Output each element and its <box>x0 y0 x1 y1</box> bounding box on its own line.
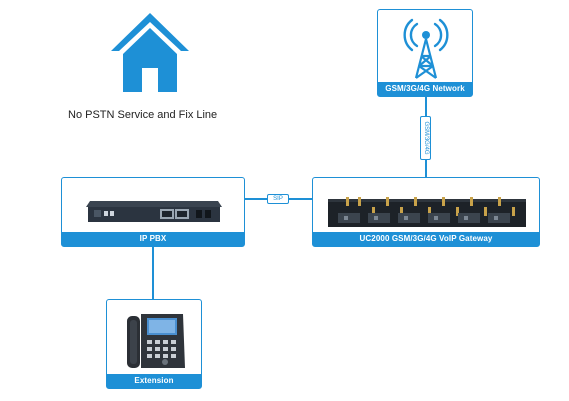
gateway-card: UC2000 GSM/3G/4G VoIP Gateway <box>312 177 540 247</box>
pstn-caption: No PSTN Service and Fix Line <box>68 109 218 121</box>
pbx-label: IP PBX <box>62 232 244 246</box>
extension-card: Extension <box>106 299 202 389</box>
pbx-device-icon <box>86 195 222 223</box>
gsm-link-tag: GSM/3G/4G <box>420 116 431 160</box>
gsm-link-label: GSM/3G/4G <box>422 121 429 155</box>
ip-phone-icon <box>125 310 187 372</box>
sip-link-tag: SIP <box>267 194 289 204</box>
cell-tower-icon <box>403 16 449 80</box>
network-label: GSM/3G/4G Network <box>378 82 472 96</box>
gateway-device-icon <box>328 195 526 229</box>
gateway-label: UC2000 GSM/3G/4G VoIP Gateway <box>313 232 539 246</box>
sip-link-label: SIP <box>273 196 283 202</box>
pbx-card: IP PBX <box>61 177 245 247</box>
network-card: GSM/3G/4G Network <box>377 9 473 97</box>
house-icon <box>107 10 193 96</box>
extension-label: Extension <box>107 374 201 388</box>
extension-link-line <box>152 247 154 299</box>
